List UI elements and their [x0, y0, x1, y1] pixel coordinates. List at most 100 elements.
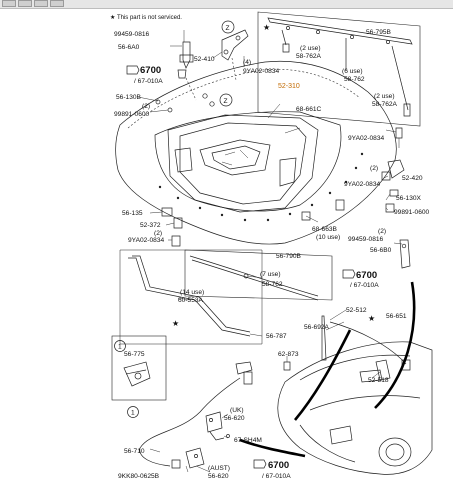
label-9kk80-0625b: 9KK80-0625B	[118, 473, 160, 480]
hood-rear-seal[interactable]	[189, 255, 319, 301]
label-99891-0600-left: 99891-0600	[114, 111, 150, 118]
label-9ya02-left: 9YA02-0834	[128, 237, 165, 244]
star-marker-seal: ★	[172, 319, 179, 328]
hood-stopper-left[interactable]	[161, 207, 183, 247]
callout-z-1: Z	[221, 20, 235, 34]
seal-strip-box	[119, 249, 263, 345]
label-68-661c: 68-661C	[296, 106, 322, 113]
hood-latch-uk[interactable]	[205, 411, 225, 441]
footnote-not-serviced: ★ This part is not serviced.	[110, 14, 182, 21]
hood-stay-bracket-right[interactable]	[381, 159, 405, 181]
label-56-651: 56-651	[386, 313, 407, 320]
label-qty-7use: (7 use)	[260, 271, 281, 278]
label-6700-right: 6700	[356, 270, 377, 281]
label-qty-6use: (6 use)	[342, 68, 363, 75]
label-56-790b: 56-790B	[276, 253, 302, 260]
label-qty-2use-a: (2 use)	[300, 45, 321, 52]
svg-text:1: 1	[131, 410, 135, 417]
callout-1-a: 1	[114, 340, 126, 352]
star-marker-weatherstrip: ★	[263, 23, 270, 32]
label-56-775: 56-775	[124, 351, 145, 358]
label-9ya02-right2: 9YA02-0834	[344, 181, 381, 188]
indicator-line-right	[374, 281, 416, 409]
label-56-130x: 56-130X	[396, 195, 422, 202]
hood-clips	[158, 152, 364, 222]
toolbar-button-4[interactable]	[50, 0, 64, 7]
hood-release-lever[interactable]	[235, 361, 253, 375]
star-marker-52-512: ★	[368, 314, 375, 323]
seal-strip-60-553a[interactable]	[128, 255, 251, 337]
label-56-135: 56-135	[122, 210, 143, 217]
label-52-518: 52-518	[368, 377, 389, 384]
label-67-010a-top: / 67-010A	[134, 78, 163, 85]
label-52-512: 52-512	[346, 307, 367, 314]
label-56-6a0: 56-6A0	[118, 44, 140, 51]
label-62-873: 62-873	[278, 351, 299, 358]
weatherstrip-box-790b	[184, 249, 333, 301]
key-icon-top	[126, 65, 140, 75]
label-56-620-uk: 56-620	[224, 415, 245, 422]
svg-text:Z: Z	[226, 25, 230, 32]
cable-clip-56-775[interactable]	[123, 361, 151, 387]
hood-panel[interactable]	[115, 60, 397, 245]
hood-release-cable[interactable]	[139, 371, 253, 467]
label-aust: (AUST)	[208, 465, 230, 472]
label-qty-2-d: (2)	[370, 165, 378, 172]
label-6700-top: 6700	[140, 65, 161, 76]
toolbar-button-2[interactable]	[18, 0, 32, 7]
hood-front-weatherstrip[interactable]	[267, 17, 413, 117]
label-58-762a-a: 58-762A	[296, 53, 322, 60]
label-9ya02-top: 9YA02-0834	[243, 68, 280, 75]
label-52-372: 52-372	[140, 222, 161, 229]
label-9ya02-right1: 9YA02-0834	[348, 135, 385, 142]
hood-insulator[interactable]	[167, 114, 319, 213]
leader-lines	[137, 45, 403, 473]
label-58-762-a: 58-762	[344, 76, 365, 83]
label-58-762a-b: 58-762A	[372, 101, 398, 108]
callout-1-b: 1	[127, 406, 139, 418]
key-icon-bottom	[253, 459, 267, 469]
hood-stopper-right[interactable]	[301, 199, 345, 221]
hood-latch-aust[interactable]	[171, 447, 205, 469]
striker-56-6b0[interactable]	[399, 239, 411, 269]
label-67-010a-right: / 67-010A	[350, 282, 379, 289]
viewer-toolbar	[0, 0, 453, 9]
support-rod-56-692a[interactable]	[321, 315, 327, 361]
label-qty-2-f: (2)	[378, 228, 386, 235]
label-6700-bottom: 6700	[268, 460, 289, 471]
label-60-553a: 60-553A	[178, 297, 204, 304]
label-qty-2use-c: (2 use)	[374, 93, 395, 100]
label-56-692a: 56-692A	[304, 324, 330, 331]
bolt-62-873[interactable]	[283, 361, 291, 371]
label-68-663b: 68-663B	[312, 226, 338, 233]
label-99891-0600-right: 99891-0600	[394, 209, 430, 216]
label-qty-14use: (14 use)	[180, 289, 204, 296]
indicator-line-lower	[239, 438, 306, 458]
label-52-420: 52-420	[402, 175, 423, 182]
label-99459-0816-right: 99459-0816	[348, 236, 384, 243]
toolbar-button-3[interactable]	[34, 0, 48, 7]
label-56-795b: 56-795B	[366, 29, 392, 36]
latch-bolts	[194, 418, 230, 458]
detail-box-56-775	[111, 335, 167, 401]
label-67-010a-bottom: / 67-010A	[262, 473, 291, 480]
hood-stay-clips-top	[155, 93, 215, 113]
key-icon-right	[342, 269, 356, 279]
stay-holder-52-518[interactable]	[375, 359, 391, 381]
label-uk: (UK)	[230, 407, 244, 414]
hood-bolt-right[interactable]	[395, 127, 403, 148]
hood-hinge-left[interactable]	[177, 30, 194, 79]
indicator-line-center	[294, 329, 352, 421]
label-qty-2-e: (2)	[154, 230, 162, 237]
toolbar-button-1[interactable]	[2, 0, 16, 7]
label-99459-0816-top: 99459-0816	[114, 31, 150, 38]
svg-text:Z: Z	[224, 98, 228, 105]
label-67-sh4m: 67-SH4M	[234, 437, 262, 444]
label-56-620-aust: 56-620	[208, 473, 229, 480]
label-58-762-b: 58-762	[262, 281, 283, 288]
label-52-410: 52-410	[194, 56, 215, 63]
hood-hinge-center[interactable]	[221, 29, 249, 61]
svg-text:1: 1	[118, 344, 122, 351]
part-labels: 99459-0816 56-6A0 6700 / 67-010A 52-410 …	[114, 29, 430, 480]
label-56-130b: 56-130B	[116, 94, 142, 101]
